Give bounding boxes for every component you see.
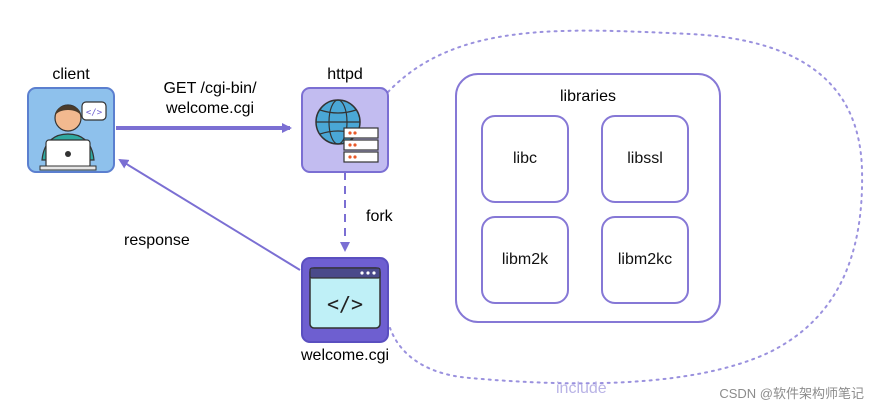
include-dotted-outline [387,29,864,385]
developer-icon: </> [27,87,115,173]
include-label: include [556,380,607,397]
svg-text:</>: </> [86,108,103,118]
request-label-line2: welcome.cgi [165,100,255,117]
response-arrow [118,158,301,271]
request-label-line1: GET /cgi-bin/ [163,80,257,97]
server-globe-icon [301,87,389,173]
library-box-libm2kc: libm2kc [601,216,689,304]
code-window-icon: </> [301,257,389,343]
library-box-libm2k: libm2k [481,216,569,304]
httpd-label: httpd [327,66,363,83]
watermark: CSDN @软件架构师笔记 [719,386,864,401]
cgi-label: welcome.cgi [300,347,390,364]
response-label: response [124,232,190,249]
svg-text:</>: </> [327,292,363,316]
library-box-libssl: libssl [601,115,689,203]
libraries-title: libraries [559,88,616,105]
client-label: client [52,66,90,83]
library-box-libc: libc [481,115,569,203]
fork-label: fork [366,208,393,225]
